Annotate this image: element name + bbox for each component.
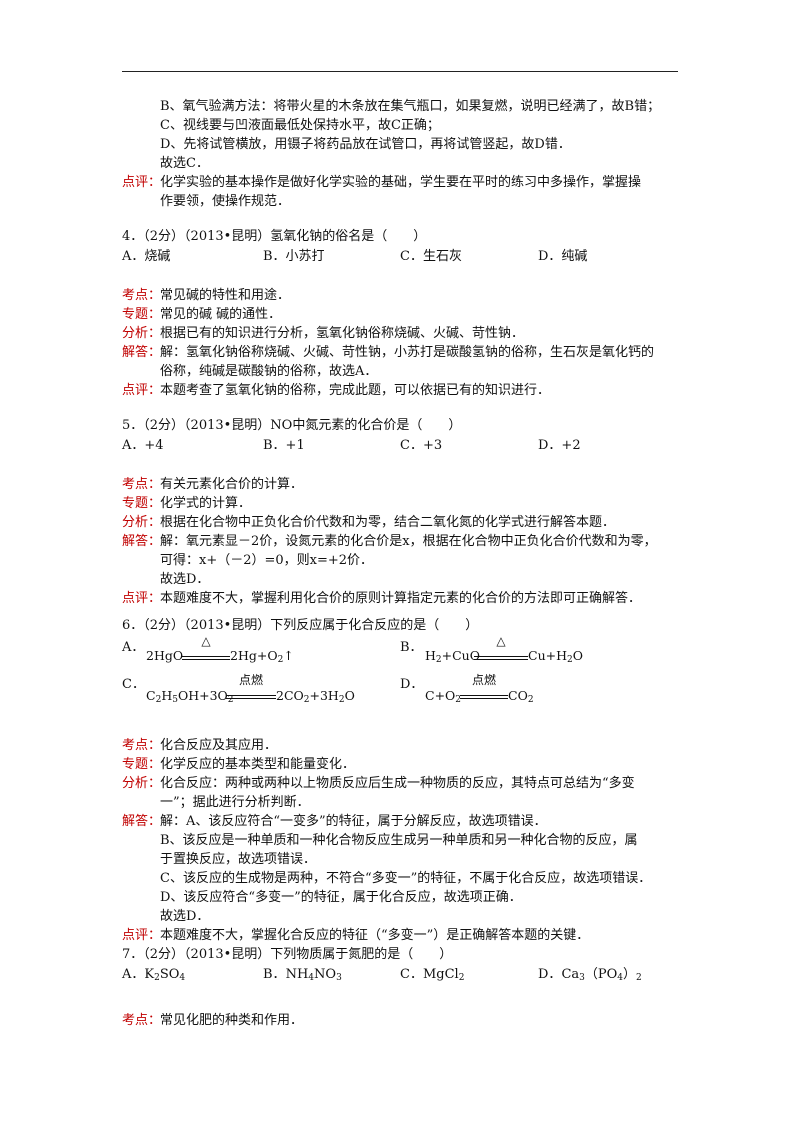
q6-fenxi-line2: 一”；据此进行分析判断． [160, 795, 310, 810]
q6-eq-a-left: 2HgO [146, 648, 184, 663]
q5-dianping: 本题难度不大，掌握利用化合价的原则计算指定元素的化合价的方法即可正确解答． [160, 591, 642, 606]
q5-fenxi-label: 分析： [122, 515, 162, 530]
q4-option-b: B．小苏打 [263, 249, 325, 264]
prev-comment-label: 点评： [122, 175, 162, 190]
q6-eq-c-right: 2CO2+3H2O [276, 688, 355, 705]
q5-option-b: B．+1 [263, 438, 305, 453]
q6-eq-a-arrow [182, 656, 230, 660]
q4-stem: 4．（2分）（2013•昆明）氢氧化钠的俗名是（ ） [122, 229, 427, 244]
q5-jieda-line2: 可得：x+（－2）=0，则x=+2价． [160, 553, 374, 568]
q6-fenxi-line1: 化合反应：两种或两种以上物质反应后生成一种物质的反应，其特点可总结为“多变 [160, 776, 635, 791]
q5-jieda-line1: 解：氧元素显－2价，设氮元素的化合价是x，根据在化合物中正负化合价代数和为零， [160, 534, 657, 549]
q7-option-d: D．Ca3（PO4）2 [538, 967, 642, 983]
q6-kaodian-label: 考点： [122, 738, 162, 753]
q4-jieda-line1: 解：氢氧化钠俗称烧碱、火碱、苛性钠，小苏打是碳酸氢钠的俗称，生石灰是氧化钙的 [160, 345, 655, 360]
q4-kaodian: 常见碱的特性和用途． [160, 288, 291, 303]
q5-zhuanti-label: 专题： [122, 496, 162, 511]
prev-option-b-analysis: B、氧气验满方法：将带火星的木条放在集气瓶口，如果复燃，说明已经满了，故B错； [160, 99, 661, 114]
q4-jieda-line2: 俗称，纯碱是碳酸钠的俗称，故选A． [160, 364, 378, 379]
q4-zhuanti-label: 专题： [122, 307, 162, 322]
q4-fenxi-label: 分析： [122, 326, 162, 341]
q5-option-d: D．+2 [538, 438, 581, 453]
q4-dianping-label: 点评： [122, 383, 162, 398]
q7-option-c: C．MgCl2 [400, 967, 465, 983]
q4-jieda-label: 解答： [122, 345, 162, 360]
q6-jieda-line4: C、该反应的生成物是两种，不符合“多变一”的特征，不属于化合反应，故选项错误． [160, 871, 652, 886]
q6-stem: 6．（2分）（2013•昆明）下列反应属于化合反应的是（ ） [122, 618, 479, 633]
q4-kaodian-label: 考点： [122, 288, 162, 303]
q6-jieda-label: 解答： [122, 814, 162, 829]
q6-eq-b-condition: △ [496, 634, 506, 648]
q4-fenxi: 根据已有的知识进行分析，氢氧化钠俗称烧碱、火碱、苛性钠． [160, 326, 525, 341]
q6-eq-d-right: CO2 [508, 688, 534, 705]
q6-jieda-line5: D、该反应符合“多变一”的特征，属于化合反应，故选项正确． [160, 890, 522, 905]
q5-kaodian: 有关元素化合价的计算． [160, 477, 304, 492]
q5-option-c: C．+3 [400, 438, 443, 453]
q6-option-a-label: A． [122, 640, 145, 655]
prev-option-c-analysis: C、视线要与凹液面最低处保持水平，故C正确； [160, 118, 440, 133]
q7-stem: 7．（2分）（2013•昆明）下列物质属于氮肥的是（ ） [122, 947, 453, 962]
q6-eq-d-arrow [460, 695, 508, 699]
q6-jieda-line3: 于置换反应，故选项错误． [160, 852, 317, 867]
q6-eq-b-arrow [474, 656, 528, 660]
q6-eq-b-left: H2+CuO [425, 648, 480, 665]
prev-choice: 故选C． [160, 156, 209, 171]
prev-comment-line2: 作要领，使操作规范． [160, 194, 291, 209]
q6-eq-b-right: Cu+H2O [528, 648, 583, 665]
q6-option-b-label: B． [400, 640, 423, 655]
q6-dianping-label: 点评： [122, 928, 162, 943]
prev-option-d-analysis: D、先将试管横放，用镊子将药品放在试管口，再将试管竖起，故D错． [160, 137, 571, 152]
q5-jieda-label: 解答： [122, 534, 162, 549]
q5-stem: 5．（2分）（2013•昆明）NO中氮元素的化合价是（ ） [122, 418, 462, 433]
q7-option-a: A．K2SO4 [122, 967, 186, 983]
q6-jieda-line6: 故选D． [160, 909, 210, 924]
q7-kaodian: 常见化肥的种类和作用． [160, 1013, 304, 1028]
q5-option-a: A．+4 [122, 438, 164, 453]
q6-jieda-line2: B、该反应是一种单质和一种化合物反应生成另一种单质和另一种化合物的反应，属 [160, 833, 638, 848]
q6-eq-c-left: C2H5OH+3O2 [146, 688, 234, 705]
q4-option-d: D．纯碱 [538, 249, 588, 264]
header-rule [122, 71, 678, 72]
q6-option-c-label: C． [122, 677, 145, 692]
q4-dianping: 本题考查了氢氧化钠的俗称，完成此题，可以依据已有的知识进行． [160, 383, 551, 398]
q5-fenxi: 根据在化合物中正负化合价代数和为零，结合二氧化氮的化学式进行解答本题． [160, 515, 616, 530]
q6-eq-a-right: 2Hg+O2↑ [230, 648, 294, 665]
q5-jieda-line3: 故选D． [160, 572, 210, 587]
q6-fenxi-label: 分析： [122, 776, 162, 791]
q7-kaodian-label: 考点： [122, 1013, 162, 1028]
q6-eq-a-condition: △ [201, 634, 211, 648]
q6-jieda-line1: 解：A、该反应符合“一变多”的特征，属于分解反应，故选项错误． [160, 814, 547, 829]
q4-option-c: C．生石灰 [400, 249, 462, 264]
q4-option-a: A．烧碱 [122, 249, 171, 264]
q6-zhuanti: 化学反应的基本类型和能量变化． [160, 757, 356, 772]
q5-kaodian-label: 考点： [122, 477, 162, 492]
q7-option-b: B．NH4NO3 [263, 967, 342, 983]
q6-eq-c-arrow [226, 695, 276, 699]
q6-eq-c-condition: 点燃 [238, 673, 263, 687]
q6-dianping: 本题难度不大，掌握化合反应的特征（“多变一”）是正确解答本题的关键． [160, 928, 590, 943]
q6-eq-d-left: C+O2 [425, 688, 462, 705]
q5-dianping-label: 点评： [122, 591, 162, 606]
q6-option-d-label: D． [400, 677, 424, 692]
q4-zhuanti: 常见的碱 碱的通性． [160, 307, 282, 322]
q6-kaodian: 化合反应及其应用． [160, 738, 278, 753]
q5-zhuanti: 化学式的计算． [160, 496, 252, 511]
prev-comment-line1: 化学实验的基本操作是做好化学实验的基础，学生要在平时的练习中多操作，掌握操 [160, 175, 642, 190]
q6-eq-d-condition: 点燃 [471, 673, 496, 687]
q6-zhuanti-label: 专题： [122, 757, 162, 772]
